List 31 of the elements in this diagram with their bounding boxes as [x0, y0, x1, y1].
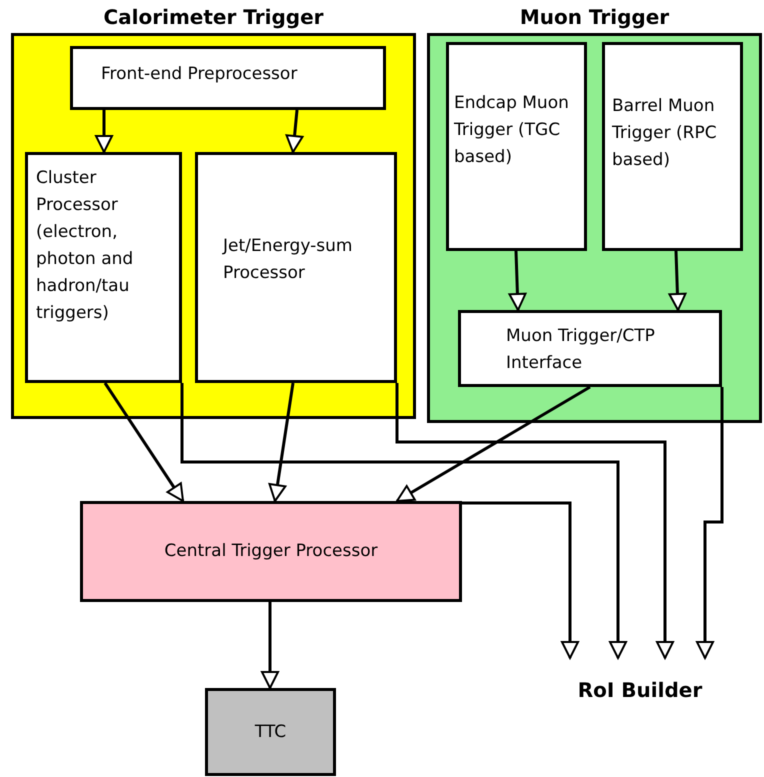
- arrow: [95, 110, 113, 153]
- arrow: [396, 383, 674, 659]
- process-box: [602, 42, 743, 251]
- output-label: RoI Builder: [576, 678, 704, 702]
- box-label: Jet/Energy-sum Processor: [223, 235, 354, 285]
- arrow: [286, 110, 304, 153]
- process-box: [70, 46, 386, 110]
- box-label: Cluster Processor (electron, photon and hadron/tau triggers): [36, 167, 134, 325]
- box-label: TTC: [254, 721, 288, 744]
- arrow: [268, 382, 294, 502]
- arrow: [261, 602, 279, 689]
- process-box: [205, 688, 336, 776]
- process-box: [25, 152, 182, 383]
- arrow: [104, 382, 184, 502]
- process-box: [80, 501, 462, 602]
- arrow: [696, 387, 724, 659]
- box-label: Barrel Muon Trigger (RPC based): [612, 95, 718, 172]
- box-label: Endcap Muon Trigger (TGC based): [454, 92, 570, 169]
- process-box: [446, 42, 587, 251]
- process-box: [195, 152, 397, 383]
- group-title: Calorimeter Trigger: [102, 5, 325, 29]
- arrow: [462, 502, 579, 659]
- arrow: [180, 383, 627, 659]
- box-label: Muon Trigger/CTP Interface: [506, 325, 656, 375]
- box-label: Central Trigger Processor: [163, 540, 379, 563]
- process-box: [458, 310, 722, 387]
- box-label: Front-end Preprocessor: [101, 63, 298, 86]
- arrow: [508, 250, 526, 311]
- arrow: [396, 386, 591, 502]
- arrow: [668, 250, 686, 311]
- group-title: Muon Trigger: [518, 5, 670, 29]
